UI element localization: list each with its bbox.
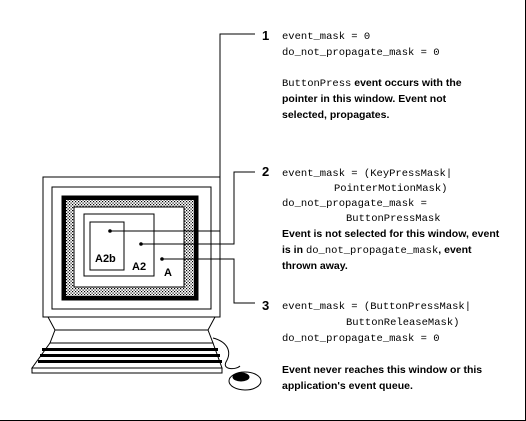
callout-2-code-line-1: event_mask = (KeyPressMask| (282, 168, 452, 180)
keyboard-back (49, 329, 214, 344)
callout-3: 3 event_mask = (ButtonPressMask| ButtonR… (262, 298, 482, 392)
callout-2-desc-line-1: Event is not selected for this window, e… (282, 228, 500, 240)
connector-lines (110, 33, 255, 304)
callout-3-code-line-3: do_not_propagate_mask = 0 (282, 333, 440, 345)
callout-2-number: 2 (262, 164, 269, 179)
stand-top (47, 316, 216, 331)
callout-1-desc-line-3: selected, propagates. (282, 109, 389, 121)
callout-3-desc-line-2: application's event queue. (282, 380, 413, 392)
keyboard (31, 329, 223, 374)
callout-3-desc-line-1: Event never reaches this window or this (282, 364, 482, 376)
callout-1: 1 event_mask = 0 do_not_propagate_mask =… (262, 28, 462, 121)
window-a-label: A (164, 267, 172, 279)
callout-1-number: 1 (262, 28, 269, 43)
callout-2-code-line-4: ButtonPressMask (346, 213, 441, 225)
window-a2b-label: A2b (95, 253, 116, 265)
callout-1-desc-line-1: ButtonPress event occurs with the (282, 77, 462, 90)
callout-3-number: 3 (262, 298, 269, 313)
keyboard-keys (38, 348, 222, 363)
mouse-icon (228, 371, 262, 391)
callout-2-desc-line-3: thrown away. (282, 260, 348, 272)
mouse-cable (212, 337, 241, 370)
window-a2b-frame (89, 221, 125, 271)
callout-1-code-line-2: do_not_propagate_mask = 0 (282, 47, 440, 59)
callout-2-desc-line-2: is in do_not_propagate_mask, event (282, 244, 472, 257)
window-a2-label: A2 (132, 261, 146, 273)
monitor-stand (47, 316, 216, 331)
callout-3-code-line-1: event_mask = (ButtonPressMask| (282, 301, 471, 313)
callout-2-code-line-3: do_not_propagate_mask = (282, 198, 427, 210)
callout-2-desc-code: do_not_propagate_mask (306, 245, 438, 257)
keyboard-front (31, 367, 223, 374)
connector-line-3 (162, 258, 255, 304)
callout-1-code-line-1: event_mask = 0 (282, 31, 370, 43)
callout-3-code-line-2: ButtonReleaseMask) (346, 317, 459, 329)
callout-2-desc-pre: is in (282, 244, 306, 256)
callout-2-desc-post: , event (438, 244, 472, 256)
window-a2b (89, 221, 125, 271)
callout-2: 2 event_mask = (KeyPressMask| PointerMot… (262, 164, 500, 272)
callout-1-desc-rest: event occurs with the (351, 77, 461, 89)
callout-2-code-line-2: PointerMotionMask) (334, 183, 447, 195)
callout-1-desc-line-2: pointer in this window. Event not (282, 93, 447, 105)
connector-line-2 (141, 171, 255, 245)
connector-line-1 (110, 33, 255, 232)
callout-1-desc-code: ButtonPress (282, 78, 351, 90)
